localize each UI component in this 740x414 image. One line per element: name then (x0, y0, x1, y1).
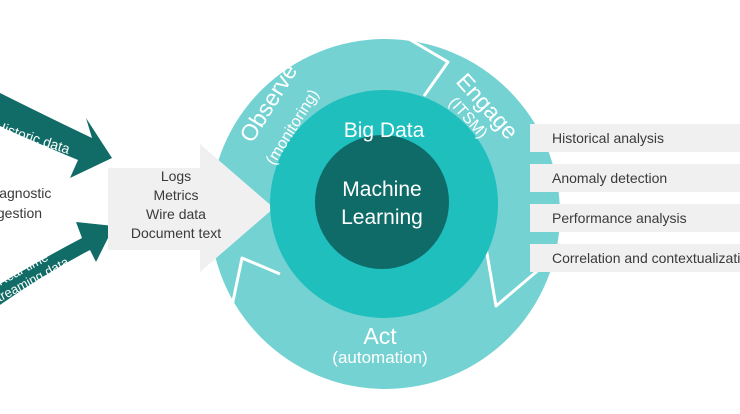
machine-learning-label-line2: Learning (341, 206, 423, 229)
data-type-wire-data: Wire data (146, 206, 206, 222)
machine-learning-label-line1: Machine (342, 178, 421, 201)
machine-learning-core (315, 135, 449, 269)
diagnostic-label-line1: Diagnostic (0, 185, 51, 201)
engage-act-divider (482, 235, 549, 308)
realtime-data-arrow (0, 222, 114, 305)
data-type-metrics: Metrics (153, 187, 198, 203)
observe-engage-divider (337, 20, 450, 97)
data-type-logs: Logs (161, 168, 191, 184)
analysis-anomaly-detection: Anomaly detection (530, 164, 740, 192)
data-type-document-text: Document text (131, 225, 221, 241)
data-types-arrow (108, 144, 274, 272)
analysis-performance: Performance analysis (530, 204, 740, 232)
analysis-historical: Historical analysis (530, 124, 740, 152)
act-label: Act (363, 323, 397, 349)
diagnostic-label-line2: ingestion (0, 205, 42, 221)
act-observe-divider (230, 256, 281, 307)
big-data-label: Big Data (344, 119, 425, 142)
analysis-correlation: Correlation and contextualization (530, 244, 740, 272)
act-sub-label: (automation) (332, 348, 427, 367)
historic-data-arrow (0, 92, 112, 178)
